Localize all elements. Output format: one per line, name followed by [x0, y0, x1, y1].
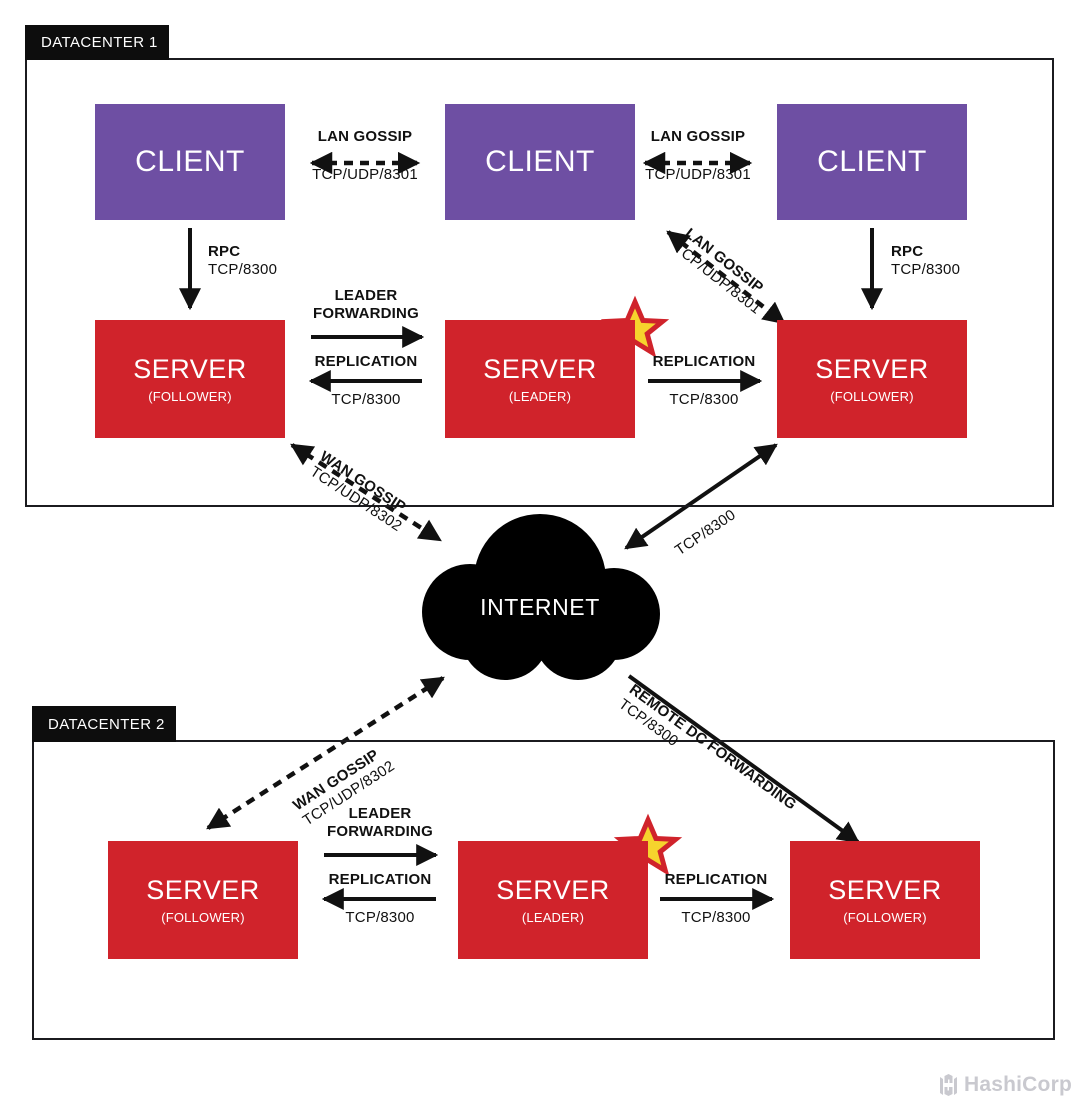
node-role: (FOLLOWER) — [830, 388, 914, 404]
dc1-client-3[interactable]: CLIENT — [777, 104, 967, 220]
label-name-line2: FORWARDING — [327, 822, 433, 840]
dc1-server-follower-right[interactable]: SERVER (FOLLOWER) — [777, 320, 967, 438]
label-replication-dc2-right: REPLICATION TCP/8300 — [616, 871, 816, 926]
node-label: SERVER — [133, 353, 247, 384]
label-name-line1: LEADER — [348, 805, 412, 822]
label-name: RPC — [891, 243, 924, 260]
internet-label: INTERNET — [440, 594, 640, 621]
node-label: SERVER — [828, 874, 942, 905]
node-role: (FOLLOWER) — [843, 909, 927, 925]
label-name-line2: FORWARDING — [313, 304, 419, 322]
node-role: (FOLLOWER) — [148, 388, 232, 404]
datacenter-2-frame — [32, 740, 1055, 1040]
label-leader-forwarding-dc1: LEADER FORWARDING — [266, 287, 466, 322]
label-replication-dc1-left: REPLICATION TCP/8300 — [266, 353, 466, 408]
label-port: TCP/8300 — [891, 260, 961, 278]
dc1-client-2[interactable]: CLIENT — [445, 104, 635, 220]
label-name: LAN GOSSIP — [650, 128, 746, 145]
dc1-server-follower-left[interactable]: SERVER (FOLLOWER) — [95, 320, 285, 438]
label-name: RPC — [208, 243, 241, 260]
dc2-server-follower-left[interactable]: SERVER (FOLLOWER) — [108, 841, 298, 959]
datacenter-2-tab: DATACENTER 2 — [32, 706, 176, 742]
label-replication-dc2-left: REPLICATION TCP/8300 — [280, 871, 480, 926]
datacenter-1-frame — [25, 58, 1054, 507]
node-label: SERVER — [146, 874, 260, 905]
label-leader-forwarding-dc2: LEADER FORWARDING — [280, 805, 480, 840]
node-role: (FOLLOWER) — [161, 909, 245, 925]
label-port: TCP/8300 — [208, 260, 278, 278]
label-name: LAN GOSSIP — [317, 128, 413, 145]
label-name: REPLICATION — [664, 871, 768, 888]
edge-wan-gossip-dc1 — [290, 443, 442, 542]
label-port: TCP/UDP/8301 — [312, 165, 418, 183]
node-label: CLIENT — [817, 145, 927, 178]
edge-internet-rpc-dc1 — [624, 443, 778, 550]
hashicorp-brand: HashiCorp — [938, 1073, 1072, 1097]
hashicorp-brand-text: HashiCorp — [964, 1073, 1072, 1096]
label-name: REPLICATION — [328, 871, 432, 888]
datacenter-2-label: DATACENTER 2 — [48, 715, 165, 733]
node-label: SERVER — [483, 353, 597, 384]
datacenter-1-label: DATACENTER 1 — [41, 34, 158, 51]
edge-lan-gossip-client2-server3 — [666, 230, 786, 325]
label-name: REPLICATION — [652, 353, 756, 370]
label-rpc-client3-server3: RPC TCP/8300 — [838, 243, 1061, 278]
label-port: TCP/8300 — [331, 390, 401, 408]
dc1-server-leader[interactable]: SERVER (LEADER) — [445, 320, 635, 438]
datacenter-1-tab: DATACENTER 1 — [25, 25, 169, 60]
label-port: TCP/8300 — [669, 390, 739, 408]
node-role: (LEADER) — [508, 388, 572, 404]
internet-cloud — [422, 514, 660, 680]
label-lan-gossip-client2-client3: LAN GOSSIP TCP/UDP/8301 — [598, 128, 798, 183]
label-name-line1: LEADER — [334, 287, 398, 304]
internet-label-text: INTERNET — [480, 594, 600, 620]
label-replication-dc1-right: REPLICATION TCP/8300 — [604, 353, 804, 408]
label-name: REPLICATION — [314, 353, 418, 370]
dc2-server-leader[interactable]: SERVER (LEADER) — [458, 841, 648, 959]
node-label: SERVER — [496, 874, 610, 905]
node-label: CLIENT — [135, 145, 245, 178]
node-label: SERVER — [815, 353, 929, 384]
label-port: TCP/8300 — [345, 908, 415, 926]
edge-remote-dc-forwarding — [627, 674, 860, 844]
label-port: TCP/UDP/8301 — [645, 165, 751, 183]
label-port: TCP/8300 — [681, 908, 751, 926]
label-rpc-client1-server1: RPC TCP/8300 — [155, 243, 378, 278]
dc2-server-follower-right[interactable]: SERVER (FOLLOWER) — [790, 841, 980, 959]
edge-wan-gossip-dc2 — [206, 676, 445, 830]
label-lan-gossip-client1-client2: LAN GOSSIP TCP/UDP/8301 — [265, 128, 465, 183]
hashicorp-logo-icon — [940, 1074, 957, 1096]
node-label: CLIENT — [485, 145, 595, 178]
dc1-client-1[interactable]: CLIENT — [95, 104, 285, 220]
node-role: (LEADER) — [521, 909, 585, 925]
